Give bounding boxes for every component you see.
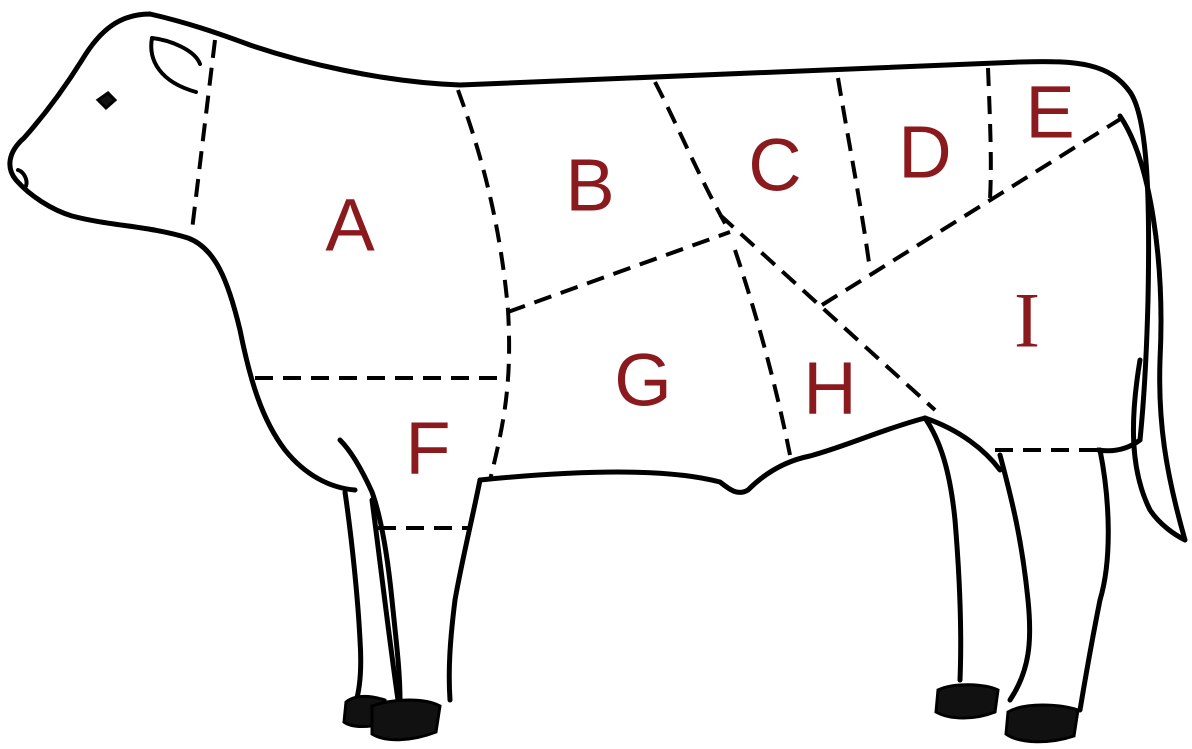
ear-outline (151, 38, 200, 92)
region-label-f: F (405, 407, 450, 490)
cut-line-short-loin (838, 78, 870, 270)
region-label-e: E (1025, 71, 1074, 154)
region-label-g: G (614, 339, 672, 422)
region-label-i: I (1014, 277, 1040, 364)
hind-hoof-left (936, 685, 998, 718)
region-label-b: B (565, 144, 614, 227)
region-label-c: C (748, 124, 801, 207)
cut-line-rib-loin (655, 82, 730, 232)
cut-line-neck (192, 40, 215, 230)
region-label-h: H (803, 347, 856, 430)
cut-line-plate-flank (735, 250, 790, 455)
hind-leg-left (925, 418, 1030, 700)
front-hoof-right (372, 700, 440, 740)
cut-line-rib-plate (508, 232, 730, 312)
tail (1120, 116, 1185, 540)
region-label-a: A (325, 184, 375, 267)
eye (98, 93, 115, 108)
hind-hoof-right (1006, 705, 1078, 742)
front-leg-right (372, 480, 480, 700)
cut-line-rump (822, 118, 1122, 305)
region-label-d: D (898, 111, 951, 194)
cut-line-sirloin (988, 68, 991, 200)
cut-line-chuck-rib (458, 90, 509, 480)
